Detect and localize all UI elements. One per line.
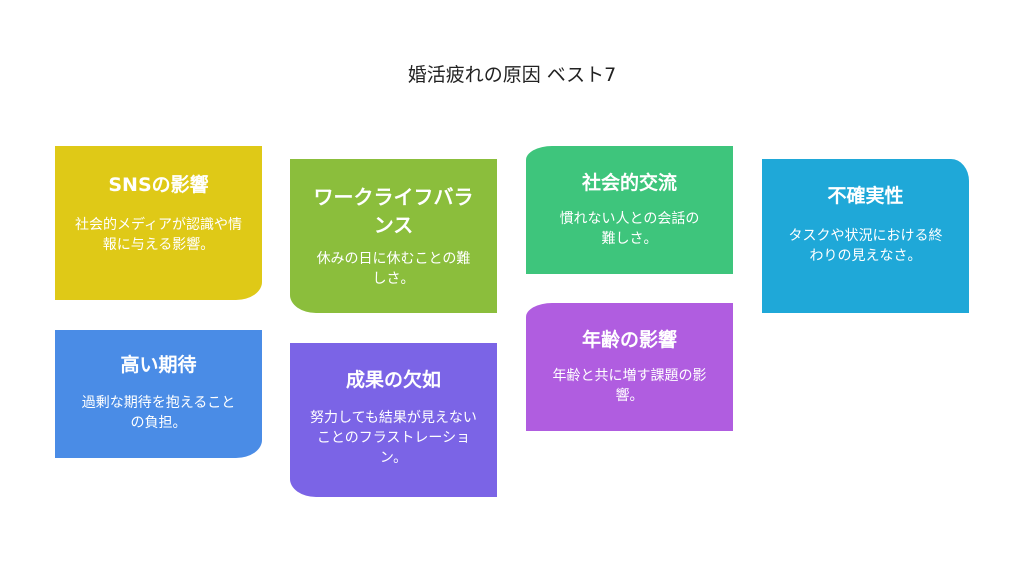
card-text: タスクや状況における終わりの見えなさ。 bbox=[786, 226, 945, 266]
diagram-title: 婚活疲れの原因 ベスト7 bbox=[407, 64, 617, 86]
card-text: 過剰な期待を抱えることの負担。 bbox=[81, 393, 236, 433]
card-age-influence: 年齢の影響 年齢と共に増す課題の影響。 bbox=[526, 303, 733, 431]
card-text-content: タスクや状況における終わりの見えなさ。 bbox=[788, 228, 943, 264]
card-heading: SNSの影響 bbox=[108, 174, 209, 196]
card-uncertainty: 不確実性 タスクや状況における終わりの見えなさ。 bbox=[762, 159, 969, 313]
card-high-expectations: 高い期待 過剰な期待を抱えることの負担。 bbox=[55, 330, 262, 458]
card-text-content: 慣れない人との会話の難しさ。 bbox=[559, 211, 700, 247]
card-heading: 不確実性 bbox=[827, 185, 904, 207]
card-work-life-balance: ワークライフバランス 休みの日に休むことの難しさ。 bbox=[290, 159, 497, 313]
card-heading: ワークライフバランス bbox=[313, 185, 474, 237]
card-heading: 成果の欠如 bbox=[345, 369, 441, 391]
card-sns-influence: SNSの影響 社会的メディアが認識や情報に与える影響。 bbox=[55, 146, 262, 300]
card-text-content: 休みの日に休むことの難しさ。 bbox=[316, 251, 471, 287]
card-social-interaction: 社会的交流 慣れない人との会話の難しさ。 bbox=[526, 146, 733, 274]
card-text-content: 努力しても結果が見えないことのフラストレーション。 bbox=[310, 410, 477, 466]
card-text: 慣れない人との会話の難しさ。 bbox=[540, 209, 719, 249]
card-heading: 年齢の影響 bbox=[581, 329, 677, 351]
card-text-content: 社会的メディアが認識や情報に与える影響。 bbox=[74, 217, 243, 253]
card-heading: 高い期待 bbox=[120, 354, 197, 376]
card-text-content: 年齢と共に増す課題の影響。 bbox=[552, 368, 707, 404]
card-lack-of-results: 成果の欠如 努力しても結果が見えないことのフラストレーション。 bbox=[290, 343, 497, 497]
card-text: 社会的メディアが認識や情報に与える影響。 bbox=[69, 215, 248, 255]
card-text-content: 過剰な期待を抱えることの負担。 bbox=[81, 395, 236, 431]
card-heading: 社会的交流 bbox=[581, 172, 677, 194]
card-text: 年齢と共に増す課題の影響。 bbox=[552, 366, 707, 406]
card-text: 休みの日に休むことの難しさ。 bbox=[312, 249, 475, 289]
card-text: 努力しても結果が見えないことのフラストレーション。 bbox=[308, 408, 479, 468]
